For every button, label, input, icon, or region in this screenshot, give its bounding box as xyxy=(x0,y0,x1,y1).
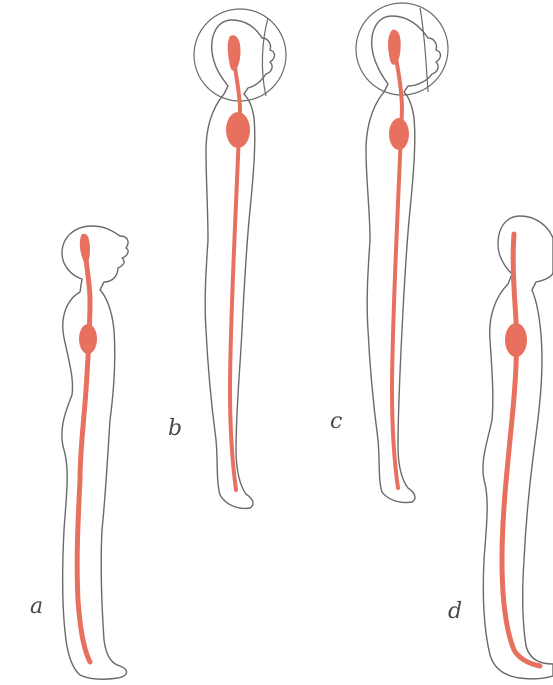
figure-a: a xyxy=(30,226,128,679)
figure-b-heart-blob xyxy=(226,112,250,148)
figure-b-inner-line xyxy=(230,40,240,490)
figure-c-inner-line xyxy=(392,34,402,488)
figure-b-halo-chord xyxy=(262,18,268,96)
figure-c-heart-blob xyxy=(389,118,409,150)
figure-a-heart-blob xyxy=(79,324,97,354)
figure-c-outline xyxy=(366,16,441,503)
figure-a-label: a xyxy=(30,594,43,619)
figure-c-label: c xyxy=(330,409,342,434)
figure-c: c xyxy=(330,3,448,503)
figure-a-outline xyxy=(62,226,128,679)
figure-c-head-blob xyxy=(388,30,401,65)
figure-d: d xyxy=(448,216,553,679)
figure-b: b xyxy=(168,9,286,508)
figure-b-label: b xyxy=(168,416,182,441)
figure-d-outline xyxy=(483,216,553,679)
figure-d-heart-blob xyxy=(505,323,527,357)
figure-d-label: d xyxy=(448,599,462,624)
figure-a-head-blob xyxy=(80,234,90,264)
figure-a-inner-line xyxy=(77,238,90,662)
figure-b-head-blob xyxy=(228,35,241,70)
